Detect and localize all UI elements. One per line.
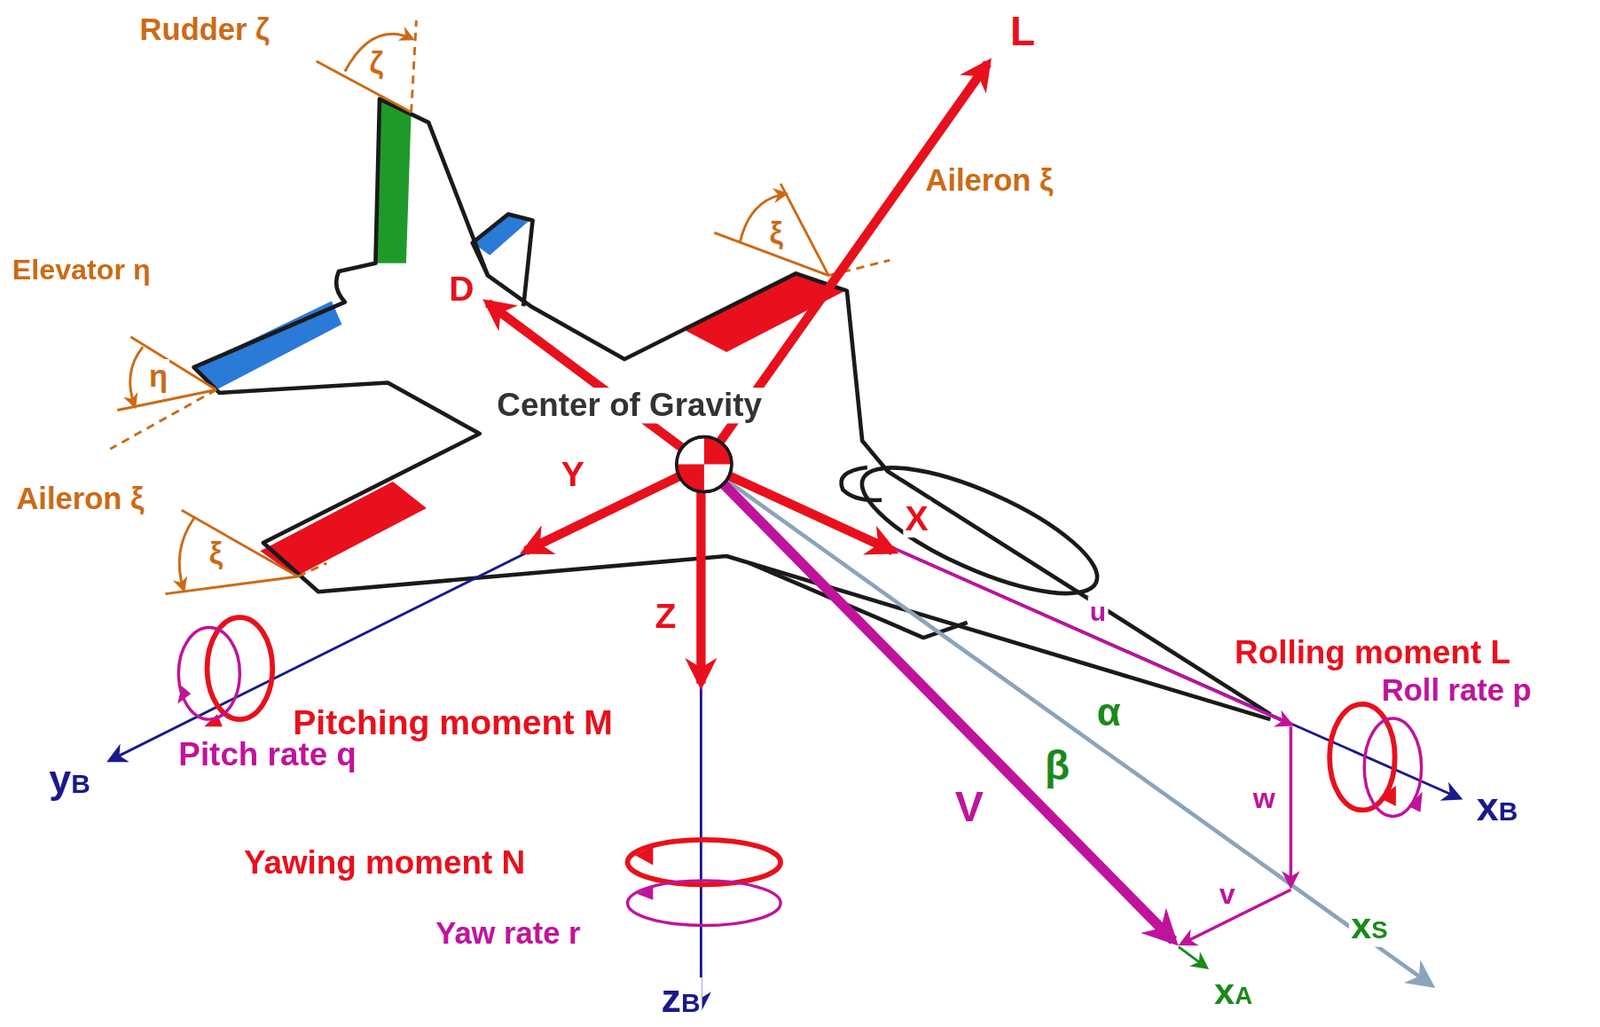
diagram-label: V <box>953 784 987 832</box>
diagram-label: ζ <box>367 46 386 80</box>
diagram-label: v <box>1217 879 1239 911</box>
diagram-label: Roll rate p <box>1379 673 1533 707</box>
diagram-label: L <box>1008 7 1038 54</box>
diagram-label: xB <box>1474 785 1520 830</box>
diagram-label: xA <box>1212 971 1255 1012</box>
diagram-label: ξ <box>207 536 226 571</box>
diagram-label: w <box>1251 784 1279 816</box>
diagram-label: Elevator η <box>10 255 153 287</box>
diagram-label: ξ <box>767 216 785 251</box>
diagram-label: Yaw rate r <box>433 916 583 950</box>
diagram-label: Aileron ξ <box>14 481 146 516</box>
diagram-label: Rolling moment L <box>1232 635 1513 671</box>
diagram-label: Pitch rate q <box>176 737 359 773</box>
diagram-label: Aileron ξ <box>923 163 1055 197</box>
diagram-label: Rudder ζ <box>137 12 272 47</box>
diagram-label: X <box>902 500 931 539</box>
diagram-label: Yawing moment N <box>242 845 528 881</box>
diagram-label: u <box>1087 596 1108 627</box>
diagram-label: Center of Gravity <box>494 387 764 424</box>
diagram-label: Z <box>652 596 679 636</box>
diagram-label: Y <box>558 454 587 494</box>
diagram-label: xS <box>1349 906 1390 948</box>
diagram-label: β <box>1043 743 1073 789</box>
diagram-label: yB <box>47 758 93 802</box>
diagram-label: η <box>147 359 171 393</box>
diagram-label: α <box>1094 691 1122 735</box>
diagram-label: D <box>447 270 477 309</box>
diagram-label: zB <box>658 977 703 1021</box>
